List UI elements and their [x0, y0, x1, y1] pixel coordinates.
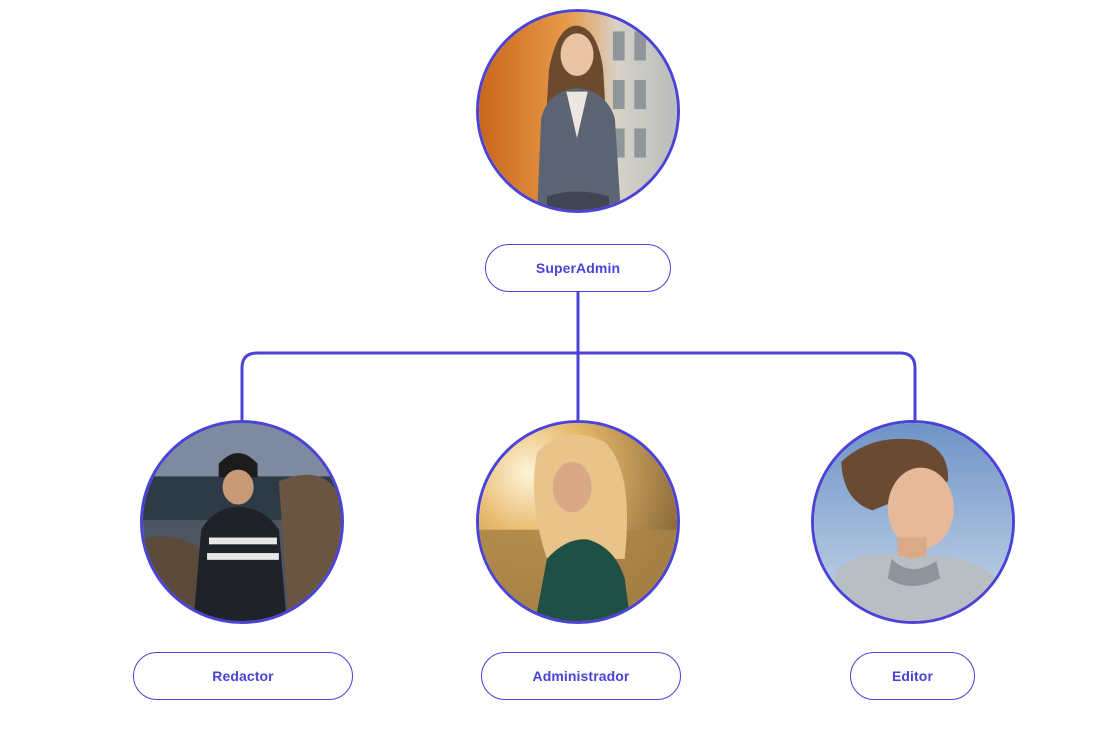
- redactor-avatar: [140, 420, 344, 624]
- role-administrador-button[interactable]: Administrador: [481, 652, 681, 700]
- branch-connector: [240, 351, 917, 422]
- superadmin-avatar: [476, 9, 680, 213]
- role-editor-button[interactable]: Editor: [850, 652, 975, 700]
- editor-avatar: [811, 420, 1015, 624]
- role-redactor-button[interactable]: Redactor: [133, 652, 353, 700]
- administrador-avatar: [476, 420, 680, 624]
- role-superadmin-button[interactable]: SuperAdmin: [485, 244, 671, 292]
